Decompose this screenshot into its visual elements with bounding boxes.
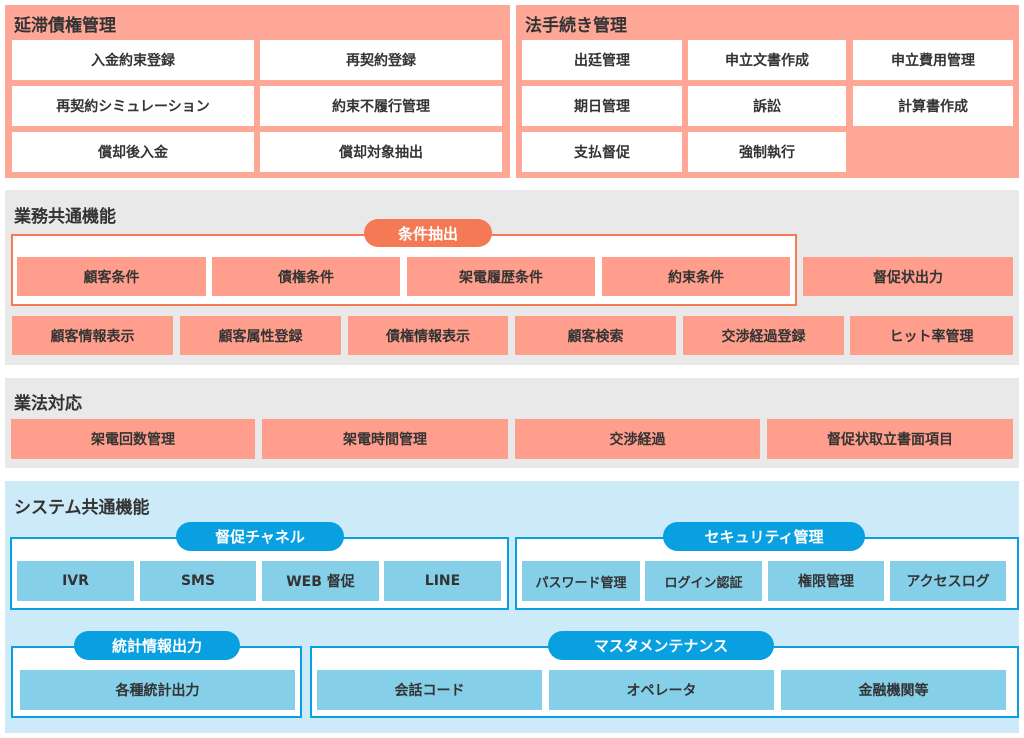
delinquent-item[interactable]: 入金約束登録 — [12, 40, 254, 80]
common-item[interactable]: 交渉経過登録 — [683, 316, 844, 355]
security-label: セキュリティ管理 — [663, 522, 865, 551]
security-item[interactable]: 権限管理 — [768, 561, 884, 601]
master-item[interactable]: 会話コード — [317, 670, 542, 710]
delinquent-item[interactable]: 約束不履行管理 — [260, 86, 502, 126]
law-item[interactable]: 架電回数管理 — [11, 419, 255, 459]
stats-label: 統計情報出力 — [74, 631, 240, 660]
channel-item[interactable]: LINE — [384, 561, 501, 601]
system-title: システム共通機能 — [14, 498, 150, 518]
law-title: 業法対応 — [14, 394, 82, 414]
legal-item[interactable]: 訴訟 — [688, 86, 846, 126]
security-item[interactable]: ログイン認証 — [645, 561, 762, 601]
master-item[interactable]: 金融機関等 — [781, 670, 1006, 710]
common-item[interactable]: 顧客検索 — [515, 316, 676, 355]
common-item[interactable]: 債権情報表示 — [348, 316, 508, 355]
extract-item[interactable]: 債権条件 — [212, 257, 400, 296]
delinquent-item[interactable]: 償却後入金 — [12, 132, 254, 172]
law-item[interactable]: 督促状取立書面項目 — [767, 419, 1013, 459]
delinquent-title: 延滞債権管理 — [14, 16, 116, 36]
common-item[interactable]: 顧客属性登録 — [180, 316, 341, 355]
master-item[interactable]: オペレータ — [549, 670, 774, 710]
delinquent-item[interactable]: 再契約登録 — [260, 40, 502, 80]
channel-label: 督促チャネル — [176, 522, 344, 551]
legal-item[interactable]: 申立文書作成 — [688, 40, 846, 80]
common-item[interactable]: ヒット率管理 — [850, 316, 1013, 355]
extract-label: 条件抽出 — [364, 219, 492, 247]
legal-item[interactable]: 支払督促 — [522, 132, 682, 172]
common-title: 業務共通機能 — [14, 207, 116, 227]
law-item[interactable]: 架電時間管理 — [262, 419, 508, 459]
extract-item[interactable]: 約束条件 — [602, 257, 790, 296]
channel-item[interactable]: SMS — [140, 561, 256, 601]
law-item[interactable]: 交渉経過 — [515, 419, 760, 459]
channel-item[interactable]: IVR — [17, 561, 134, 601]
legal-item[interactable]: 強制執行 — [688, 132, 846, 172]
delinquent-item[interactable]: 償却対象抽出 — [260, 132, 502, 172]
security-item[interactable]: パスワード管理 — [522, 561, 640, 601]
delinquent-item[interactable]: 再契約シミュレーション — [12, 86, 254, 126]
legal-item[interactable]: 期日管理 — [522, 86, 682, 126]
legal-item[interactable]: 申立費用管理 — [853, 40, 1013, 80]
stats-item[interactable]: 各種統計出力 — [20, 670, 295, 710]
notice-output[interactable]: 督促状出力 — [803, 257, 1013, 296]
security-item[interactable]: アクセスログ — [890, 561, 1006, 601]
extract-item[interactable]: 顧客条件 — [17, 257, 206, 296]
legal-title: 法手続き管理 — [525, 16, 627, 36]
legal-item[interactable]: 計算書作成 — [853, 86, 1013, 126]
master-label: マスタメンテナンス — [548, 631, 774, 660]
extract-item[interactable]: 架電履歴条件 — [407, 257, 595, 296]
channel-item[interactable]: WEB 督促 — [262, 561, 379, 601]
legal-item[interactable]: 出廷管理 — [522, 40, 682, 80]
common-item[interactable]: 顧客情報表示 — [12, 316, 173, 355]
